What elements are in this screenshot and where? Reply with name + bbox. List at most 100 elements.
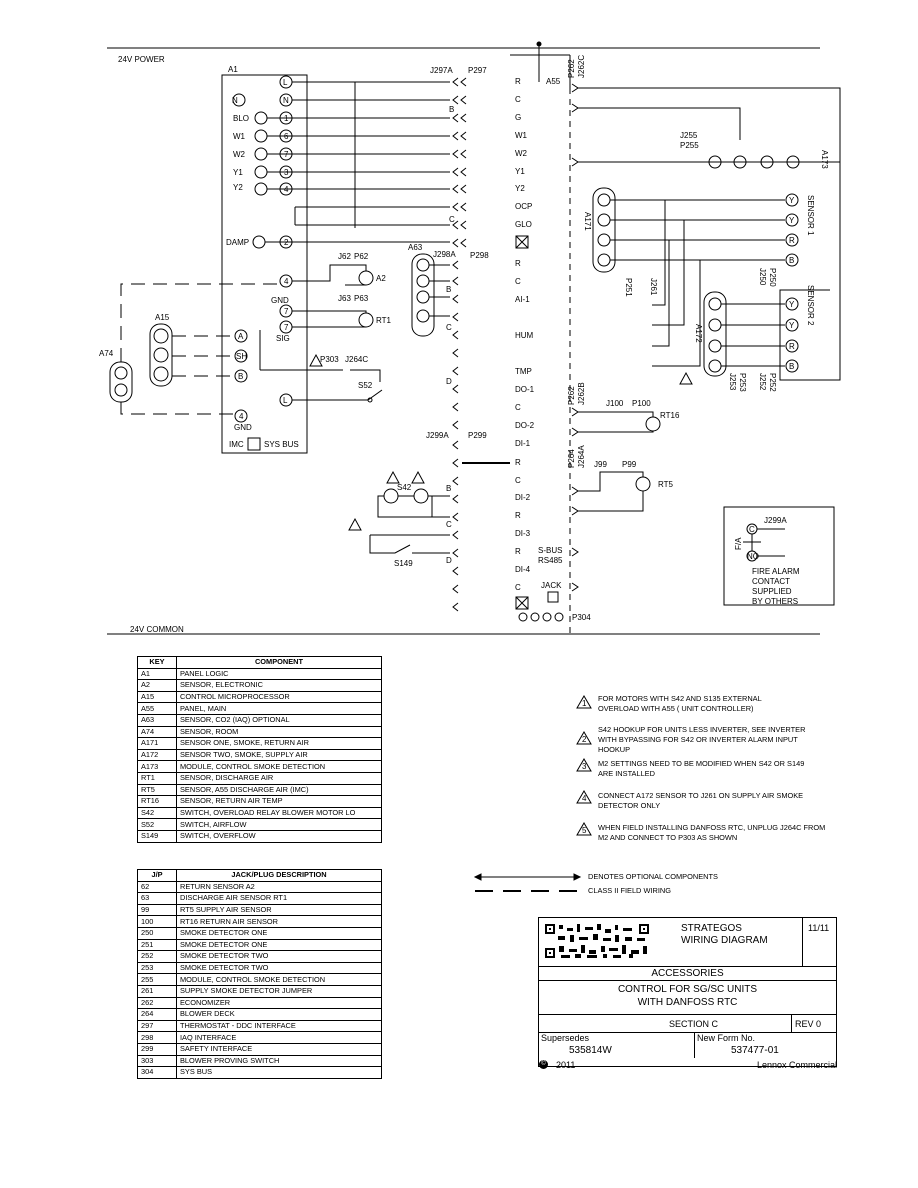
a55-p298-do2: DO-2 bbox=[515, 421, 535, 430]
a1-left-y1: Y1 bbox=[233, 168, 243, 177]
a1-term-4b: 4 bbox=[284, 277, 289, 286]
a1-left-gnd: GND bbox=[271, 296, 289, 305]
key-desc-cell: SENSOR, RETURN AIR TEMP bbox=[176, 795, 382, 808]
jp-desc-cell: SMOKE DETECTOR ONE bbox=[176, 926, 382, 940]
a55-p297-c: C bbox=[515, 95, 521, 104]
a55-p297-g: G bbox=[515, 113, 521, 122]
a55-p299-di4: DI-4 bbox=[515, 565, 531, 574]
jp-id-cell: 261 bbox=[137, 984, 177, 998]
fire-alarm-box bbox=[723, 506, 835, 606]
letter-c1: C bbox=[449, 215, 455, 224]
jack-p63: P63 bbox=[354, 294, 369, 303]
fa-line2: CONTACT bbox=[752, 577, 790, 586]
a1-left-damp: DAMP bbox=[226, 238, 249, 247]
jp-id-cell: 63 bbox=[137, 892, 177, 905]
jack-p264: P264 bbox=[567, 449, 576, 468]
key-table-header: KEY COMPONENT bbox=[137, 656, 382, 669]
sensor2-pins bbox=[785, 297, 799, 373]
rt16-label: RT16 bbox=[660, 411, 680, 420]
key-desc-cell: SWITCH, OVERLOAD RELAY BLOWER MOTOR LO bbox=[176, 806, 382, 820]
key-desc-cell: SENSOR ONE, SMOKE, RETURN AIR bbox=[176, 737, 382, 750]
s1-pin-r: R bbox=[789, 236, 795, 245]
sbus-label: S-BUS bbox=[538, 546, 562, 555]
a15-term-a: A bbox=[238, 332, 244, 341]
key-desc-cell: SENSOR TWO, SMOKE, SUPPLY AIR bbox=[176, 748, 382, 762]
jack-p262: P262 bbox=[567, 59, 576, 78]
jack-p250: P250 bbox=[768, 268, 777, 287]
jack-p255: P255 bbox=[680, 141, 699, 150]
letter-b1: B bbox=[449, 105, 454, 114]
jack-p297: P297 bbox=[468, 66, 487, 75]
letter-c2: C bbox=[446, 323, 452, 332]
jp-desc-cell: DISCHARGE AIR SENSOR RT1 bbox=[176, 892, 382, 905]
jack-j252: J252 bbox=[758, 373, 767, 391]
jp-desc-cell: SMOKE DETECTOR ONE bbox=[176, 938, 382, 952]
key-id-cell: A171 bbox=[137, 737, 177, 750]
a55-p297-w2: W2 bbox=[515, 149, 528, 158]
a55-p298-hum: HUM bbox=[515, 331, 534, 340]
jp-id-cell: 253 bbox=[137, 961, 177, 975]
note-num-5: 5 bbox=[582, 826, 587, 835]
a55-p299-c: C bbox=[515, 476, 521, 485]
key-desc-cell: CONTROL MICROPROCESSOR bbox=[176, 690, 382, 704]
jp-desc-cell: IAQ INTERFACE bbox=[176, 1031, 382, 1044]
s42-label: S42 bbox=[397, 483, 412, 492]
letter-c3: C bbox=[446, 520, 452, 529]
jp-desc-cell: ECONOMIZER bbox=[176, 996, 382, 1010]
a15-term-b: B bbox=[238, 372, 243, 381]
gnd-label: GND bbox=[234, 423, 252, 432]
newform-value: 537477-01 bbox=[731, 1045, 779, 1056]
a1-left-blo: BLO bbox=[233, 114, 249, 123]
rt5-label: RT5 bbox=[658, 480, 674, 489]
jack-j262c: J262C bbox=[577, 55, 586, 78]
jp-id-cell: 99 bbox=[137, 903, 177, 917]
jp-id-cell: 251 bbox=[137, 938, 177, 952]
letter-d1: D bbox=[446, 377, 452, 386]
a172-label: A172 bbox=[694, 324, 703, 343]
jack-j299a: J299A bbox=[426, 431, 449, 440]
supersedes-value: 535814W bbox=[569, 1045, 612, 1056]
key-id-cell: S52 bbox=[137, 818, 177, 831]
key-desc-cell: PANEL LOGIC bbox=[176, 667, 382, 681]
a55-p299-di2: DI-2 bbox=[515, 493, 531, 502]
jack-p304: P304 bbox=[572, 613, 591, 622]
s2-pin-r: R bbox=[789, 342, 795, 351]
note-1-line: OVERLOAD WITH A55 ( UNIT CONTROLLER) bbox=[598, 704, 754, 713]
key-id-cell: A63 bbox=[137, 713, 177, 727]
a63-sensor bbox=[411, 253, 435, 337]
fa-no: NO bbox=[747, 552, 759, 561]
key-id-cell: S149 bbox=[137, 829, 177, 843]
jack-p299: P299 bbox=[468, 431, 487, 440]
a1-term-7c: 7 bbox=[284, 323, 289, 332]
note-2-line: WITH BYPASSING FOR S42 OR INVERTER ALARM… bbox=[598, 735, 798, 744]
jack-p252: P252 bbox=[768, 373, 777, 392]
s2-pin-y1: Y bbox=[789, 300, 795, 309]
note-2-line: HOOKUP bbox=[598, 745, 631, 754]
jp-desc-cell: RETURN SENSOR A2 bbox=[176, 880, 382, 894]
a55-p298-r: R bbox=[515, 259, 521, 268]
a55-p297-w1: W1 bbox=[515, 131, 528, 140]
fa-line3: SUPPLIED bbox=[752, 587, 792, 596]
a55-p297-r: R bbox=[515, 77, 521, 86]
jp-id-cell: 299 bbox=[137, 1042, 177, 1056]
a55-p297-y1: Y1 bbox=[515, 167, 525, 176]
newform-label: New Form No. bbox=[697, 1033, 756, 1043]
a1-wiring bbox=[259, 44, 571, 401]
key-desc-cell: SENSOR, A55 DISCHARGE AIR (IMC) bbox=[176, 783, 382, 797]
title-desc-1: CONTROL FOR SG/SC UNITS bbox=[617, 984, 758, 995]
a1-left-w1: W1 bbox=[233, 132, 246, 141]
